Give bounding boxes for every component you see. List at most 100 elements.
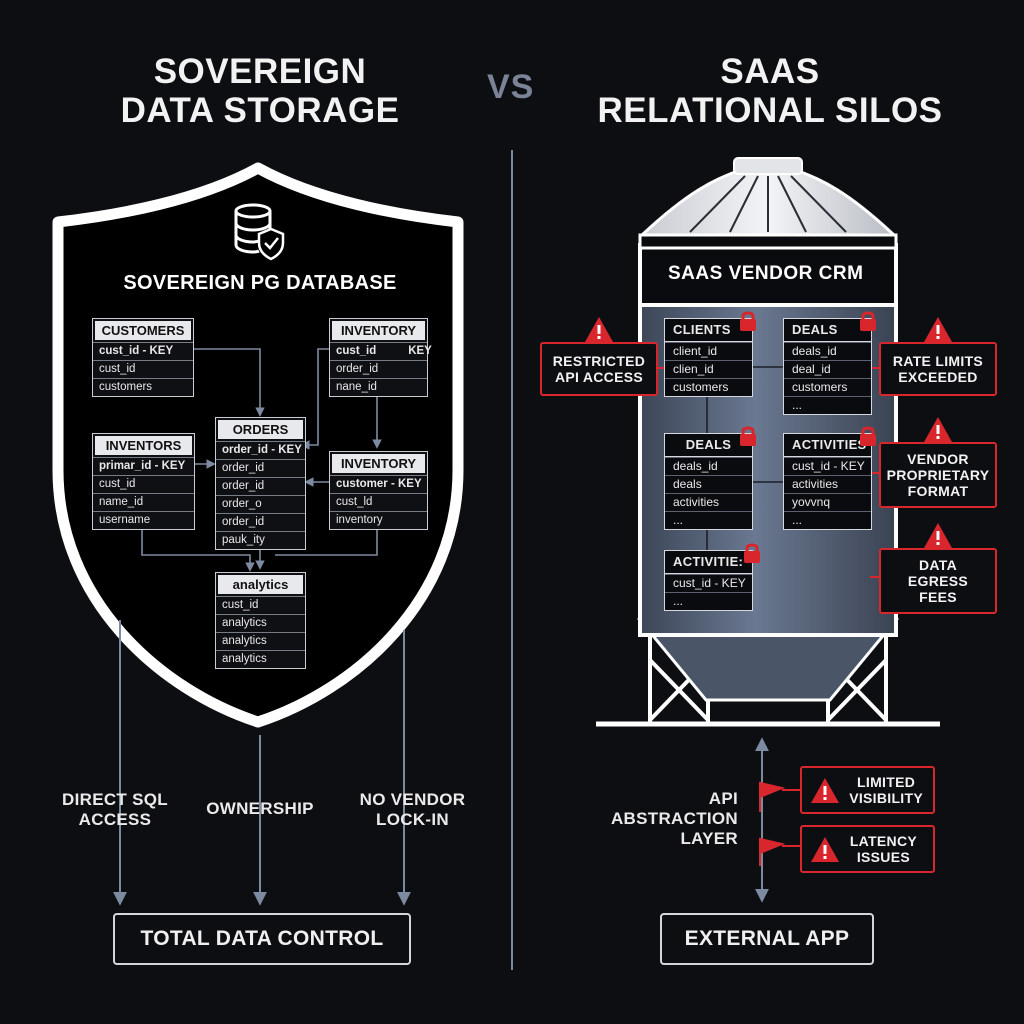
table-row: inventory [330,511,427,529]
table-row: order_id [216,477,305,495]
table-row: cust_id - KEY [784,457,871,475]
warning-line: EGRESS [907,573,969,589]
warning-line: DATA [918,557,957,573]
table-row: cust_ld [330,493,427,511]
warning-line: FORMAT [907,483,969,499]
table-row: ... [665,592,752,610]
lock-icon [744,543,760,563]
warning-line: RESTRICTED [552,353,646,369]
table-row: cust_id [216,596,305,614]
warning-rate-limits: RATE LIMITS EXCEEDED [879,317,997,396]
warning-latency: LATENCY ISSUES [800,825,935,873]
warning-icon [924,523,952,548]
total-data-control-box: TOTAL DATA CONTROL [113,913,411,965]
table-row: yovvnq [784,493,871,511]
table-row: deals [665,475,752,493]
vs-label: VS [487,68,535,106]
database-shield-icon [233,203,285,266]
warning-line: FEES [919,589,957,605]
table-row: primar_id - KEY [93,457,194,475]
table-row: customers [665,378,752,396]
table-inventory-top: INVENTORY cust_id KEY order_id nane_id [329,318,432,397]
right-title-line-1: SAAS [720,52,820,91]
table-row: customer - KEY [330,475,427,493]
left-relation-lines [141,348,382,572]
left-headline: SOVEREIGN DATA STORAGE [60,52,460,130]
api-line: API [708,789,738,808]
warning-egress-fees: DATA EGRESS FEES [879,523,997,614]
benefit-line: NO VENDOR [359,790,466,809]
table-row: username [93,511,194,529]
benefit-line: OWNERSHIP [206,799,314,818]
warning-icon [924,417,952,442]
table-row: ... [665,511,752,529]
warning-line: VISIBILITY [849,790,923,806]
warning-line: ISSUES [856,849,910,865]
silo-table-activities-bottom: ACTIVITIE: cust_id - KEY ... [664,550,753,611]
silo-table-clients: CLIENTS client_id clien_id customers [664,318,753,397]
flag-icons [759,781,786,866]
benefit-line: DIRECT SQL [62,790,168,809]
table-row: analytics [216,632,305,650]
table-row: ... [784,396,871,414]
benefit-direct-sql: DIRECT SQL ACCESS [45,790,185,830]
api-line: LAYER [680,829,738,848]
table-row: order_id [330,360,427,378]
api-line: ABSTRACTION [610,809,738,828]
table-row: order_o [216,495,305,513]
table-row: cust_id [93,475,194,493]
table-row: clien_id [665,360,752,378]
api-abstraction-layer-label: API ABSTRACTION LAYER [592,789,738,849]
table-header: INVENTORS [95,436,192,455]
warning-line: LATENCY [849,833,917,849]
table-header: INVENTORY [332,321,425,340]
table-header: analytics [218,575,303,594]
warning-vendor-format: VENDOR PROPRIETARY FORMAT [879,417,997,508]
warning-line: VENDOR [907,451,969,467]
benefit-ownership: OWNERSHIP [190,799,330,819]
table-row: cust_id KEY [330,342,432,360]
table-header: ACTIVITIE: [665,551,752,574]
lock-icon [860,426,876,446]
table-row: cust_id - KEY [665,574,752,592]
table-row: customers [784,378,871,396]
table-row: nane_id [330,378,427,396]
table-header: CLIENTS [665,319,752,342]
left-flow-arrows [113,620,411,906]
silo-graphic [596,157,940,727]
table-inventory-mid: INVENTORY customer - KEY cust_ld invento… [329,451,428,530]
warning-icon [924,317,952,342]
silo-table-deals-top: DEALS deals_id deal_id customers ... [783,318,872,415]
table-row: customers [93,378,193,396]
benefit-line: LOCK-IN [376,810,449,829]
table-inventors: INVENTORS primar_id - KEY cust_id name_i… [92,433,195,530]
warning-icon [585,317,613,342]
warning-icon [811,778,839,803]
table-row: order_id - KEY [216,441,305,459]
lock-icon [740,426,756,446]
external-app-box: EXTERNAL APP [660,913,874,965]
table-header: INVENTORY [332,454,425,473]
flag-connectors [782,789,800,847]
table-row: order_id [216,459,305,477]
silo-table-deals-mid: DEALS deals_id deals activities ... [664,433,753,530]
silo-title: SAAS VENDOR CRM [668,263,864,284]
warning-line: API ACCESS [554,369,644,385]
table-row: cust_id - KEY [93,342,193,360]
table-row: activities [784,475,871,493]
database-title: SOVEREIGN PG DATABASE [123,272,397,294]
table-row: order_id [216,513,305,531]
table-row: name_id [93,493,194,511]
table-row: deals_id [665,457,752,475]
warning-line: PROPRIETARY [886,467,990,483]
warning-line: LIMITED [857,774,916,790]
table-orders: ORDERS order_id - KEY order_id order_id … [215,417,306,550]
table-row: client_id [665,342,752,360]
table-analytics: analytics cust_id analytics analytics an… [215,572,306,669]
warning-icon [811,837,839,862]
lock-icon [740,311,756,331]
warning-line: RATE LIMITS [892,353,984,369]
right-headline: SAAS RELATIONAL SILOS [560,52,980,130]
table-header: DEALS [665,434,752,457]
